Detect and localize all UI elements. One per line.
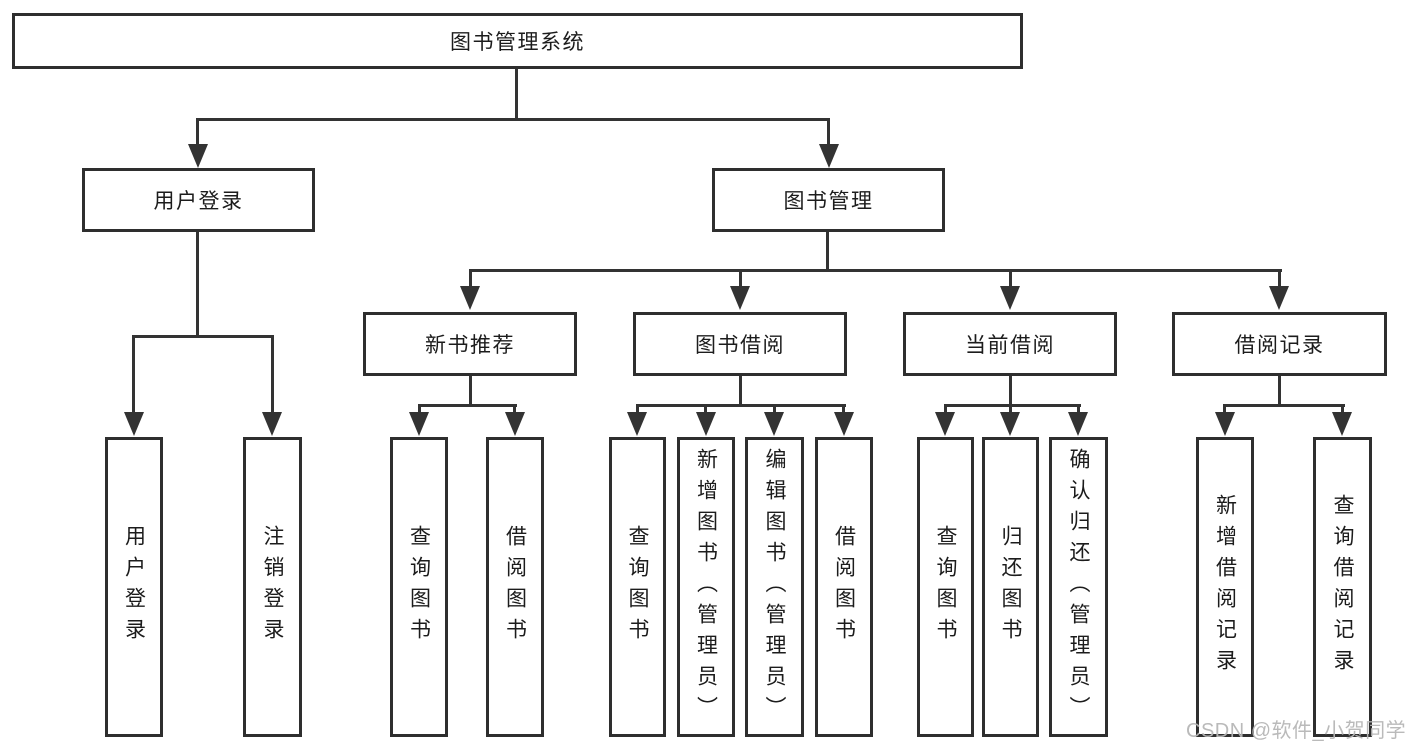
leaf-label: 用户登录: [122, 525, 146, 649]
connector-line: [1223, 404, 1226, 416]
node-label: 图书管理: [783, 190, 874, 213]
connector-line: [418, 404, 421, 416]
arrow-down-icon: [188, 144, 208, 168]
node-current-borrow: 当前借阅: [903, 312, 1117, 376]
connector-line: [196, 118, 830, 121]
node-new-book-recommend: 新书推荐: [363, 312, 577, 376]
connector-line: [944, 404, 1081, 407]
leaf-logout: 注销登录: [243, 437, 302, 737]
connector-line: [739, 376, 742, 407]
arrow-down-icon: [1269, 286, 1289, 310]
leaf-label: 查询借阅记录: [1331, 494, 1354, 680]
leaf-add-book-admin: 新增图书（管理员）: [677, 437, 735, 737]
connector-line: [196, 232, 199, 338]
connector-line: [1077, 404, 1080, 416]
connector-line: [636, 404, 846, 407]
leaf-label: 归还图书: [999, 525, 1022, 649]
leaf-label: 查询图书: [407, 525, 431, 649]
node-label: 新书推荐: [425, 334, 515, 357]
leaf-label: 查询图书: [626, 525, 649, 649]
arrow-down-icon: [764, 412, 784, 436]
node-label: 图书借阅: [695, 334, 785, 357]
connector-line: [1009, 404, 1012, 416]
arrow-down-icon: [460, 286, 480, 310]
connector-line: [132, 335, 274, 338]
leaf-return-book: 归还图书: [982, 437, 1039, 737]
node-label: 图书管理系统: [450, 31, 585, 54]
node-book-management: 图书管理: [712, 168, 945, 232]
leaf-query-borrow-record: 查询借阅记录: [1313, 437, 1372, 737]
connector-line: [196, 118, 199, 146]
arrow-down-icon: [935, 412, 955, 436]
node-label: 当前借阅: [965, 334, 1055, 357]
leaf-query-books-recommend: 查询图书: [390, 437, 448, 737]
node-borrow-records: 借阅记录: [1172, 312, 1387, 376]
node-label: 借阅记录: [1234, 334, 1325, 357]
arrow-down-icon: [819, 144, 839, 168]
arrow-down-icon: [696, 412, 716, 436]
arrow-down-icon: [1215, 412, 1235, 436]
arrow-down-icon: [1000, 412, 1020, 436]
arrow-down-icon: [409, 412, 429, 436]
connector-line: [739, 269, 742, 289]
arrow-down-icon: [730, 286, 750, 310]
leaf-query-books-borrow: 查询图书: [609, 437, 666, 737]
connector-line: [944, 404, 947, 416]
leaf-label: 借阅图书: [832, 525, 856, 649]
connector-line: [1223, 404, 1345, 407]
node-library-system: 图书管理系统: [12, 13, 1023, 69]
connector-line: [636, 404, 639, 416]
leaf-borrow-book: 借阅图书: [815, 437, 873, 737]
connector-line: [773, 404, 776, 416]
arrow-down-icon: [1332, 412, 1352, 436]
arrow-down-icon: [1000, 286, 1020, 310]
leaf-label: 查询图书: [934, 525, 957, 649]
connector-line: [515, 68, 518, 120]
arrow-down-icon: [262, 412, 282, 436]
connector-line: [271, 335, 274, 414]
arrow-down-icon: [1068, 412, 1088, 436]
leaf-label: 新增借阅记录: [1213, 494, 1237, 680]
connector-line: [1009, 269, 1012, 289]
node-label: 用户登录: [153, 190, 244, 213]
leaf-user-login: 用户登录: [105, 437, 163, 737]
connector-line: [826, 232, 829, 272]
watermark: CSDN @软件_小贺同学: [1186, 720, 1405, 742]
leaf-confirm-return-admin: 确认归还（管理员）: [1049, 437, 1108, 737]
leaf-add-borrow-record: 新增借阅记录: [1196, 437, 1254, 737]
connector-line: [132, 335, 135, 414]
connector-line: [469, 376, 472, 407]
leaf-label: 借阅图书: [503, 525, 527, 649]
leaf-edit-book-admin: 编辑图书（管理员）: [745, 437, 804, 737]
node-book-borrow: 图书借阅: [633, 312, 847, 376]
leaf-label: 新增图书（管理员）: [694, 447, 718, 727]
arrow-down-icon: [505, 412, 525, 436]
arrow-down-icon: [834, 412, 854, 436]
leaf-borrow-book-recommend: 借阅图书: [486, 437, 544, 737]
leaf-label: 编辑图书（管理员）: [763, 447, 786, 727]
leaf-query-books-current: 查询图书: [917, 437, 974, 737]
arrow-down-icon: [124, 412, 144, 436]
connector-line: [418, 404, 517, 407]
node-user-login: 用户登录: [82, 168, 315, 232]
connector-line: [704, 404, 707, 416]
connector-line: [513, 404, 516, 416]
connector-line: [469, 269, 1282, 272]
connector-line: [1341, 404, 1344, 416]
connector-line: [842, 404, 845, 416]
connector-line: [1009, 376, 1012, 407]
connector-line: [827, 118, 830, 146]
leaf-label: 确认归还（管理员）: [1067, 447, 1090, 727]
leaf-label: 注销登录: [261, 525, 284, 649]
arrow-down-icon: [627, 412, 647, 436]
connector-line: [1278, 269, 1281, 289]
connector-line: [469, 269, 472, 289]
connector-line: [1278, 376, 1281, 407]
